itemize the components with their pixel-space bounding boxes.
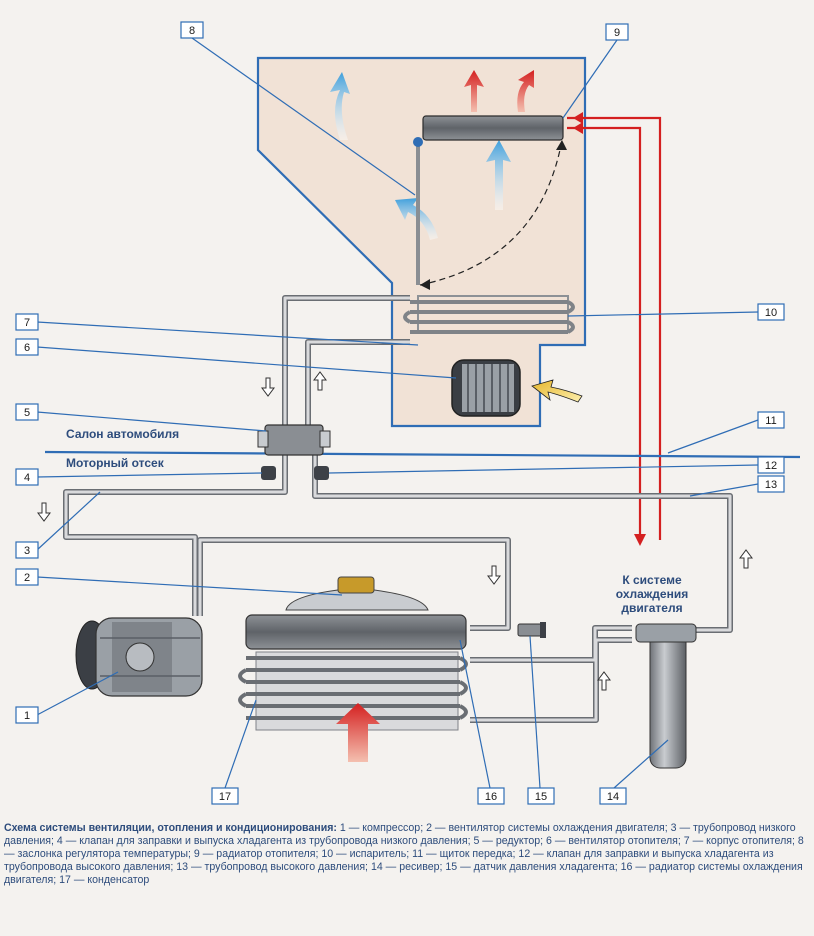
callout-box-10	[757, 303, 785, 321]
callout-box-11	[757, 411, 785, 429]
callout-number-9: 9	[614, 27, 620, 39]
callout-box-6	[15, 338, 39, 356]
coolant-return-arrowhead	[634, 534, 646, 546]
callout-box-14	[599, 787, 627, 805]
callout-box-17	[211, 787, 239, 805]
callout-box-13	[757, 475, 785, 493]
callout-number-12: 12	[765, 460, 777, 472]
flow-direction-arrows	[37, 371, 753, 691]
callout-number-1: 1	[24, 710, 30, 722]
heater-outlet-arrows	[464, 70, 534, 112]
engine-coolant-lines	[567, 116, 662, 540]
callout-number-15: 15	[535, 791, 547, 803]
flap-swing-arrowhead-2	[556, 140, 567, 150]
callout-number-16: 16	[485, 791, 497, 803]
callout-number-10: 10	[765, 307, 777, 319]
callout-number-11: 11	[765, 415, 776, 427]
caption-body: 1 — компрессор; 2 — вентилятор системы о…	[4, 822, 804, 886]
compressor	[75, 617, 203, 697]
refrigerant-pipes	[63, 295, 733, 723]
callout-number-5: 5	[24, 407, 30, 419]
callout-box-16	[477, 787, 505, 805]
caption-title: Схема системы вентиляции, отопления и ко…	[4, 822, 337, 834]
firewall-line	[44, 450, 801, 459]
callout-number-17: 17	[219, 791, 231, 803]
cabin-zone-label: Салон автомобиля	[66, 427, 179, 441]
flap-swing-arrowhead	[420, 279, 430, 290]
air-arrow-2	[486, 140, 511, 210]
coolant-supply-arrowhead	[573, 112, 583, 124]
engine-bay-zone-label: Моторный отсек	[66, 456, 165, 470]
evaporator	[403, 295, 575, 334]
callout-box-5	[15, 403, 39, 421]
air-arrow-1	[330, 72, 350, 140]
receiver-drier	[635, 623, 697, 769]
heater-fan	[451, 359, 521, 417]
callout-numbers: 1 2 3 4 5 6 7 8 9 10 11 12 13 14 15 16 1…	[24, 25, 777, 803]
reducer-valve	[257, 424, 331, 456]
air-arrow-3	[395, 198, 438, 240]
low-pressure-valve	[261, 466, 276, 480]
callout-number-3: 3	[24, 545, 30, 557]
engine-cooling-label-line1: К системе	[622, 573, 682, 587]
callout-box-12	[757, 456, 785, 474]
callout-number-13: 13	[765, 479, 777, 491]
engine-cooling-label-line3: двигателя	[621, 601, 682, 615]
callout-boxes	[15, 21, 785, 805]
callout-box-3	[15, 541, 39, 559]
cabin-airflow-arrows	[330, 72, 511, 240]
callout-box-4	[15, 468, 39, 486]
figure-caption: Схема системы вентиляции, отопления и ко…	[4, 822, 808, 887]
callout-box-2	[15, 568, 39, 586]
callout-number-4: 4	[24, 472, 30, 484]
callout-number-14: 14	[607, 791, 619, 803]
coolant-supply-arrowhead-2	[573, 122, 583, 134]
engine-radiator	[245, 614, 467, 650]
engine-cooling-label-line2: охлаждения	[616, 587, 688, 601]
pressure-sensor	[517, 622, 546, 638]
fan-intake-arrow	[531, 379, 583, 403]
ram-air-arrow	[336, 703, 380, 762]
callout-number-8: 8	[189, 25, 195, 37]
callout-box-15	[527, 787, 555, 805]
callout-number-2: 2	[24, 572, 30, 584]
callout-leaders	[36, 37, 759, 789]
callout-number-7: 7	[24, 317, 30, 329]
callout-box-8	[180, 21, 204, 39]
callout-box-9	[605, 23, 629, 41]
temperature-flap	[413, 137, 423, 285]
callout-box-1	[15, 706, 39, 724]
engine-cooling-label: К системе охлаждения двигателя	[616, 573, 688, 615]
callout-box-7	[15, 313, 39, 331]
callout-number-6: 6	[24, 342, 30, 354]
high-pressure-valve	[314, 466, 329, 480]
heater-radiator	[422, 115, 564, 141]
